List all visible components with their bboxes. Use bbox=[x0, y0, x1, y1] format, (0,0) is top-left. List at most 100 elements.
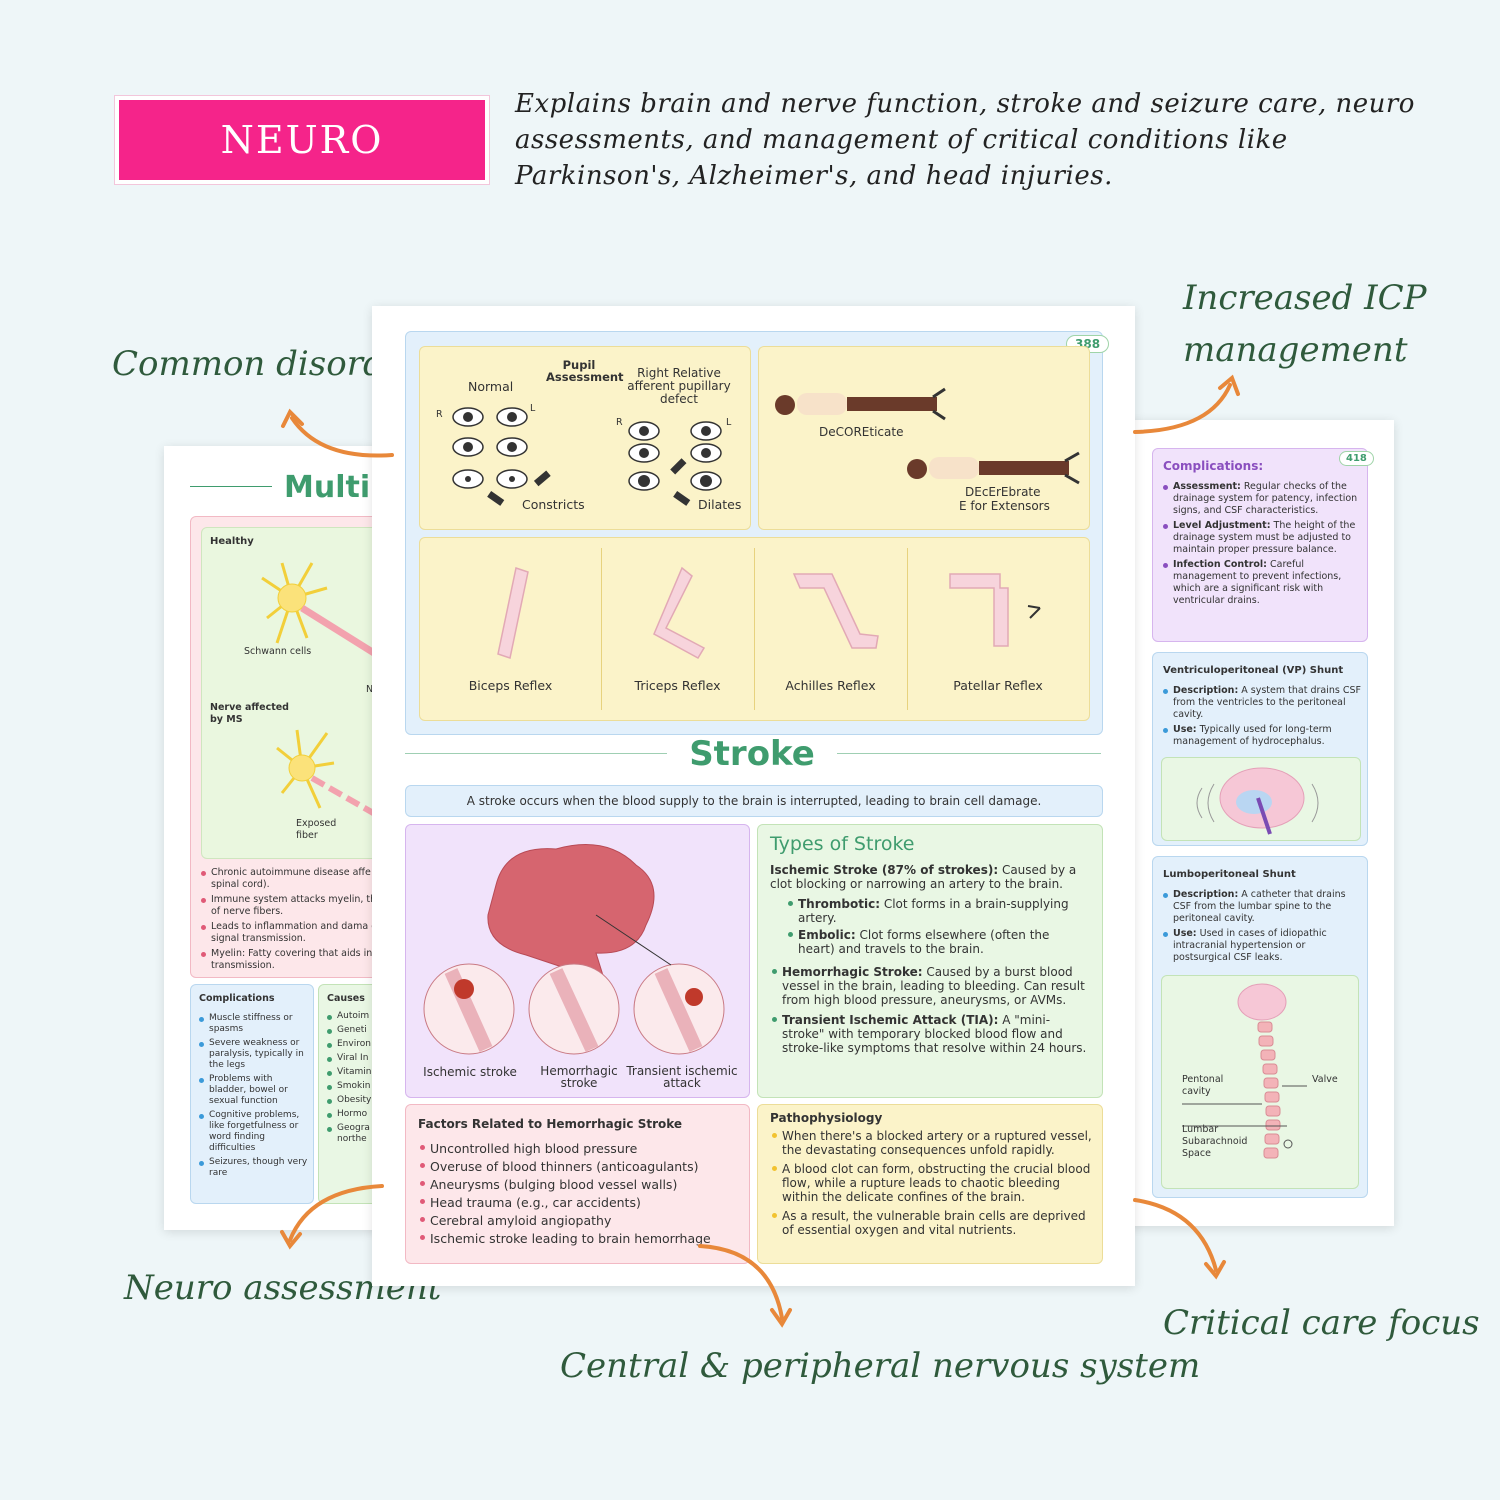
callout-icp-line1: Increased ICP bbox=[1183, 278, 1427, 318]
pupil-assessment-box: Pupil Assessment Normal Right Relative a… bbox=[419, 346, 751, 530]
stroke-title-rule-left bbox=[405, 753, 667, 754]
icp-complication-item: Level Adjustment: The height of the drai… bbox=[1161, 520, 1361, 556]
ms-bullets: Chronic autoimmune disease affe (brain a… bbox=[199, 867, 424, 975]
types-title: Types of Stroke bbox=[770, 833, 915, 855]
posturing-image bbox=[775, 387, 1080, 485]
ms-complication-item: Severe weakness or paralysis, typically … bbox=[197, 1038, 309, 1071]
arrow-head bbox=[770, 1308, 792, 1328]
ms-cause-item: Hormo bbox=[325, 1109, 424, 1120]
ms-complications-panel: Complications Muscle stiffness or spasms… bbox=[190, 984, 314, 1204]
thrombotic-item: Thrombotic: Clot forms in a brain-supply… bbox=[786, 897, 1086, 925]
vp-shunt-item: Description: A system that drains CSF fr… bbox=[1161, 685, 1361, 721]
patho-item: When there's a blocked artery or a ruptu… bbox=[770, 1129, 1095, 1157]
rapd-label: Right Relative afferent pupillary defect bbox=[627, 366, 731, 406]
icp-complications-panel: 418 Complications: Assessment: Regular c… bbox=[1152, 448, 1374, 642]
ms-cause-item: Environ bbox=[325, 1039, 424, 1050]
constricts-label: Constricts bbox=[522, 497, 585, 512]
posturing-box: DeCOREticate DEcErEbrate E for Extensors bbox=[758, 346, 1090, 530]
pupil-eyes-image bbox=[452, 407, 722, 506]
ms-bullet: Immune system attacks myelin, th coverin… bbox=[199, 894, 424, 918]
stroke-definition: A stroke occurs when the blood supply to… bbox=[405, 785, 1103, 817]
arrow-icp bbox=[1133, 383, 1232, 434]
factor-item: Cerebral amyloid angiopathy bbox=[418, 1213, 743, 1228]
hemorrhagic-item: Hemorrhagic Stroke: Caused by a burst bl… bbox=[770, 965, 1088, 1007]
center-page-stroke: 388 Pupil Assessment Normal Right Relati… bbox=[372, 306, 1135, 1286]
lp-shunt-list: Description: A catheter that drains CSF … bbox=[1161, 889, 1361, 967]
ms-cause-item: Vitamin bbox=[325, 1067, 424, 1078]
ischemic-image-label: Ischemic stroke bbox=[423, 1065, 517, 1079]
vp-shunt-item: Use: Typically used for long-term manage… bbox=[1161, 724, 1361, 748]
factors-title: Factors Related to Hemorrhagic Stroke bbox=[418, 1117, 683, 1131]
callout-icp-line2: management bbox=[1183, 330, 1408, 370]
ms-complications-title: Complications bbox=[199, 993, 275, 1004]
neuro-assessment-panel: 388 Pupil Assessment Normal Right Relati… bbox=[405, 331, 1110, 735]
other-stroke-types: Hemorrhagic Stroke: Caused by a burst bl… bbox=[770, 965, 1088, 1058]
lp-shunt-title: Lumboperitoneal Shunt bbox=[1163, 869, 1296, 880]
ms-cause-item: Viral In Epstein bbox=[325, 1053, 424, 1064]
reflex-divider bbox=[754, 548, 755, 710]
pathophysiology-panel: Pathophysiology When there's a blocked a… bbox=[757, 1104, 1103, 1264]
reflex-label: Triceps Reflex bbox=[634, 678, 721, 693]
stroke-title: Stroke bbox=[689, 734, 815, 774]
icp-complication-item: Infection Control: Careful management to… bbox=[1161, 559, 1361, 607]
vp-shunt-image bbox=[1161, 757, 1361, 841]
valve-label: Valve bbox=[1312, 1074, 1338, 1085]
icp-complications-list: Assessment: Regular checks of the draina… bbox=[1161, 481, 1361, 610]
r-label: R bbox=[436, 409, 443, 420]
vp-shunt-list: Description: A system that drains CSF fr… bbox=[1161, 685, 1361, 751]
reflex-divider bbox=[907, 548, 908, 710]
reflex-label: Biceps Reflex bbox=[468, 678, 553, 693]
reflex-limbs-image bbox=[497, 566, 1041, 660]
pupil-title: Pupil Assessment bbox=[546, 358, 624, 384]
ms-neuron-image bbox=[276, 729, 384, 821]
ms-cause-item: Autoim bbox=[325, 1011, 424, 1022]
callout-central-peripheral: Central & peripheral nervous system bbox=[560, 1346, 1201, 1386]
r-label-rapd: R bbox=[616, 417, 623, 428]
hemorrhagic-factors-panel: Factors Related to Hemorrhagic Stroke Un… bbox=[405, 1104, 750, 1264]
ms-bullet: Chronic autoimmune disease affe (brain a… bbox=[199, 867, 424, 891]
arrow-common-disorders bbox=[290, 416, 394, 458]
left-title-rule bbox=[190, 486, 272, 487]
ms-cause-item: Geogra (highe northe bbox=[325, 1123, 424, 1145]
l-label: L bbox=[530, 403, 536, 414]
brain-stroke-image bbox=[423, 844, 725, 1055]
ms-bullet: Leads to inflammation and dama electrica… bbox=[199, 921, 424, 945]
schwann-label: Schwann cells bbox=[244, 646, 312, 657]
neuro-badge: NEURO bbox=[115, 96, 489, 184]
icp-complications-title: Complications: bbox=[1163, 459, 1264, 473]
ms-complication-item: Cognitive problems, like forgetfulness o… bbox=[197, 1110, 309, 1154]
callout-critical-care: Critical care focus bbox=[1163, 1303, 1480, 1343]
lumbar-label: Lumbar Subarachnoid Space bbox=[1182, 1124, 1248, 1159]
neuro-badge-label: NEURO bbox=[220, 118, 384, 162]
healthy-neuron-image bbox=[261, 562, 384, 661]
extensors-label: E for Extensors bbox=[959, 499, 1050, 513]
arrow-neuro-assessment bbox=[288, 1184, 384, 1242]
ms-causes-list: Autoim Geneti Environ Viral In Epstein V… bbox=[325, 1011, 424, 1148]
arrow-head bbox=[1218, 374, 1240, 396]
ms-complication-item: Seizures, though very rare bbox=[197, 1157, 309, 1179]
stroke-types-image-panel: Ischemic stroke Hemorrhagic stroke Trans… bbox=[405, 824, 750, 1098]
ischemic-subtypes: Thrombotic: Clot forms in a brain-supply… bbox=[786, 897, 1086, 959]
vp-shunt-title: Ventriculoperitoneal (VP) Shunt bbox=[1163, 665, 1344, 676]
tia-image-label: Transient ischemic attack bbox=[626, 1064, 738, 1090]
hemorrhagic-image-label: Hemorrhagic stroke bbox=[540, 1064, 618, 1090]
ms-cause-item: Geneti bbox=[325, 1025, 424, 1036]
ischemic-text: Ischemic Stroke (87% of strokes): Caused… bbox=[770, 863, 1077, 891]
ms-complication-item: Problems with bladder, bowel or sexual f… bbox=[197, 1074, 309, 1107]
arrow-central bbox=[698, 1244, 784, 1320]
ms-complication-item: Muscle stiffness or spasms bbox=[197, 1013, 309, 1035]
reflex-label: Patellar Reflex bbox=[953, 678, 1043, 693]
ms-causes-title: Causes bbox=[327, 993, 365, 1004]
ms-cause-item: Smokin bbox=[325, 1081, 424, 1092]
vp-shunt-panel: Ventriculoperitoneal (VP) Shunt Descript… bbox=[1152, 652, 1368, 846]
ms-cause-item: Obesity bbox=[325, 1095, 424, 1106]
dilates-label: Dilates bbox=[698, 497, 742, 512]
types-of-stroke-panel: Types of Stroke Ischemic Stroke (87% of … bbox=[757, 824, 1103, 1098]
ms-complications-list: Muscle stiffness or spasms Severe weakne… bbox=[197, 1013, 309, 1182]
lp-shunt-item: Use: Used in cases of idiopathic intracr… bbox=[1161, 928, 1361, 964]
right-page-icp: 418 Complications: Assessment: Regular c… bbox=[1110, 420, 1394, 1226]
pentonal-label: Pentonal cavity bbox=[1182, 1074, 1224, 1097]
lp-shunt-image: Pentonal cavity Valve Lumbar Subarachnoi… bbox=[1161, 975, 1359, 1189]
factor-item: Overuse of blood thinners (anticoagulant… bbox=[418, 1159, 743, 1174]
